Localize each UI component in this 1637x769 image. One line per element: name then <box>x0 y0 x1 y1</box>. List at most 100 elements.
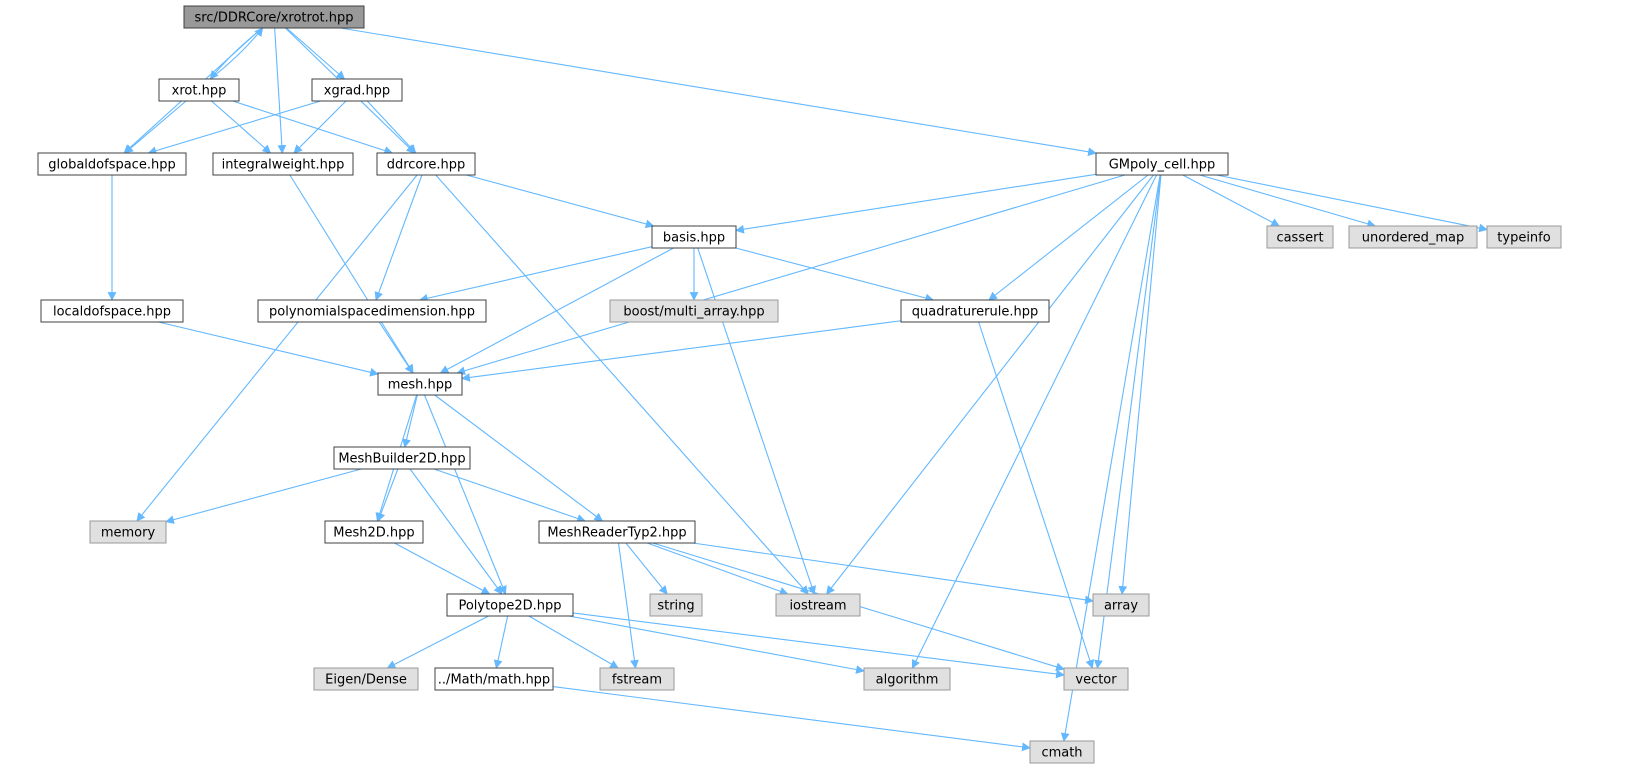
edge-polytope-to-eigen <box>386 615 489 669</box>
edge-basis-to-mesh <box>439 247 674 374</box>
node-box <box>434 667 554 691</box>
node-math[interactable]: ../Math/math.hpp <box>434 667 554 691</box>
node-label: iostream <box>789 599 846 614</box>
node-box <box>1486 225 1562 249</box>
edge-meshbuilder-to-meshreader <box>433 468 586 523</box>
node-box <box>863 667 951 691</box>
node-xrotrot[interactable]: src/DDRCore/xrotrot.hpp <box>183 5 365 29</box>
node-box <box>183 5 365 29</box>
node-box <box>333 446 471 470</box>
node-gmpoly[interactable]: GMpoly_cell.hpp <box>1095 152 1229 176</box>
edge-gmpoly-to-quadrule <box>988 174 1149 301</box>
edge-ddrcore-to-iostream <box>435 174 809 595</box>
node-box <box>158 78 240 102</box>
edge-localdofspace-to-mesh <box>158 321 379 377</box>
node-meshreader[interactable]: MeshReaderTyp2.hpp <box>538 520 696 544</box>
node-string: string <box>649 593 703 617</box>
node-algorithm: algorithm <box>863 667 951 691</box>
edge-meshreader-to-string <box>625 542 668 595</box>
node-mesh[interactable]: mesh.hpp <box>377 372 463 396</box>
edge-xgrad-to-globaldofspace <box>147 100 321 155</box>
edge-xrot-to-integralweight <box>211 100 272 154</box>
node-box <box>1095 152 1229 176</box>
edge-math-to-cmath <box>552 686 1031 752</box>
edge-gmpoly-to-cmath <box>1060 174 1161 742</box>
edge-meshbuilder-to-mesh2d <box>376 468 399 522</box>
node-box <box>1063 667 1129 691</box>
node-quadrule[interactable]: quadraturerule.hpp <box>900 299 1050 323</box>
node-box <box>609 299 779 323</box>
node-label: polynomialspacedimension.hpp <box>269 305 475 320</box>
node-box <box>1348 225 1478 249</box>
edge-meshreader-to-iostream <box>647 542 789 596</box>
node-xgrad[interactable]: xgrad.hpp <box>311 78 403 102</box>
node-vector: vector <box>1063 667 1129 691</box>
node-multi_array: boost/multi_array.hpp <box>609 299 779 323</box>
node-label: unordered_map <box>1362 231 1465 246</box>
node-label: MeshReaderTyp2.hpp <box>547 526 686 541</box>
node-label: Polytope2D.hpp <box>458 599 561 614</box>
node-label: localdofspace.hpp <box>53 305 171 320</box>
node-box <box>313 667 419 691</box>
edge-quadrule-to-mesh <box>461 320 902 382</box>
node-label: fstream <box>612 673 662 688</box>
node-box <box>311 78 403 102</box>
node-box <box>900 299 1050 323</box>
node-label: src/DDRCore/xrotrot.hpp <box>194 11 353 26</box>
edge-quadrule-to-vector <box>978 321 1095 669</box>
node-label: ../Math/math.hpp <box>438 673 550 688</box>
node-label: cmath <box>1041 746 1082 761</box>
node-ddrcore[interactable]: ddrcore.hpp <box>376 152 476 176</box>
edge-xgrad-to-ddrcore <box>366 100 417 154</box>
node-cmath: cmath <box>1029 740 1095 764</box>
edge-xgrad-to-integralweight <box>293 100 347 154</box>
node-box <box>1092 593 1150 617</box>
node-label: boost/multi_array.hpp <box>623 305 764 320</box>
node-integralweight[interactable]: integralweight.hpp <box>212 152 354 176</box>
node-label: Eigen/Dense <box>325 673 407 688</box>
node-box <box>212 152 354 176</box>
edge-xrot-to-ddrcore <box>232 100 394 155</box>
node-cassert: cassert <box>1266 225 1334 249</box>
edge-basis-to-quadrule <box>735 247 935 303</box>
node-label: mesh.hpp <box>388 378 453 393</box>
node-mesh2d[interactable]: Mesh2D.hpp <box>324 520 424 544</box>
node-box <box>538 520 696 544</box>
node-label: integralweight.hpp <box>222 158 345 173</box>
node-eigen: Eigen/Dense <box>313 667 419 691</box>
edge-mesh-to-polytope <box>423 394 507 595</box>
edge-gmpoly-to-unordered_map <box>1199 174 1377 229</box>
node-label: GMpoly_cell.hpp <box>1109 158 1216 173</box>
edge-gmpoly-to-cassert <box>1182 174 1280 227</box>
edge-polytope-to-math <box>493 615 509 669</box>
node-memory: memory <box>89 520 167 544</box>
node-label: memory <box>101 526 156 541</box>
edge-xrot-to-globaldofspace <box>124 100 187 154</box>
node-iostream: iostream <box>775 593 861 617</box>
edge-polytope-to-algorithm <box>568 615 865 674</box>
edge-integralweight-to-mesh <box>289 174 414 374</box>
node-localdofspace[interactable]: localdofspace.hpp <box>40 299 184 323</box>
node-label: algorithm <box>876 673 939 688</box>
node-globaldofspace[interactable]: globaldofspace.hpp <box>37 152 187 176</box>
edge-gmpoly-to-algorithm <box>911 174 1158 669</box>
node-basis[interactable]: basis.hpp <box>651 225 737 249</box>
node-xrot[interactable]: xrot.hpp <box>158 78 240 102</box>
node-label: Mesh2D.hpp <box>333 526 414 541</box>
node-array: array <box>1092 593 1150 617</box>
node-box <box>40 299 184 323</box>
edge-polytope-to-fstream <box>528 615 619 669</box>
node-label: ddrcore.hpp <box>387 158 466 173</box>
edge-ddrcore-to-memory <box>136 174 418 522</box>
node-box <box>599 667 675 691</box>
node-meshbuilder[interactable]: MeshBuilder2D.hpp <box>333 446 471 470</box>
node-polyspacedim[interactable]: polynomialspacedimension.hpp <box>257 299 487 323</box>
edge-gmpoly-to-iostream <box>826 174 1154 595</box>
node-polytope[interactable]: Polytope2D.hpp <box>446 593 574 617</box>
node-box <box>376 152 476 176</box>
node-box <box>775 593 861 617</box>
node-box <box>651 225 737 249</box>
edge-xrotrot-to-xgrad <box>286 27 346 80</box>
node-unordered_map: unordered_map <box>1348 225 1478 249</box>
